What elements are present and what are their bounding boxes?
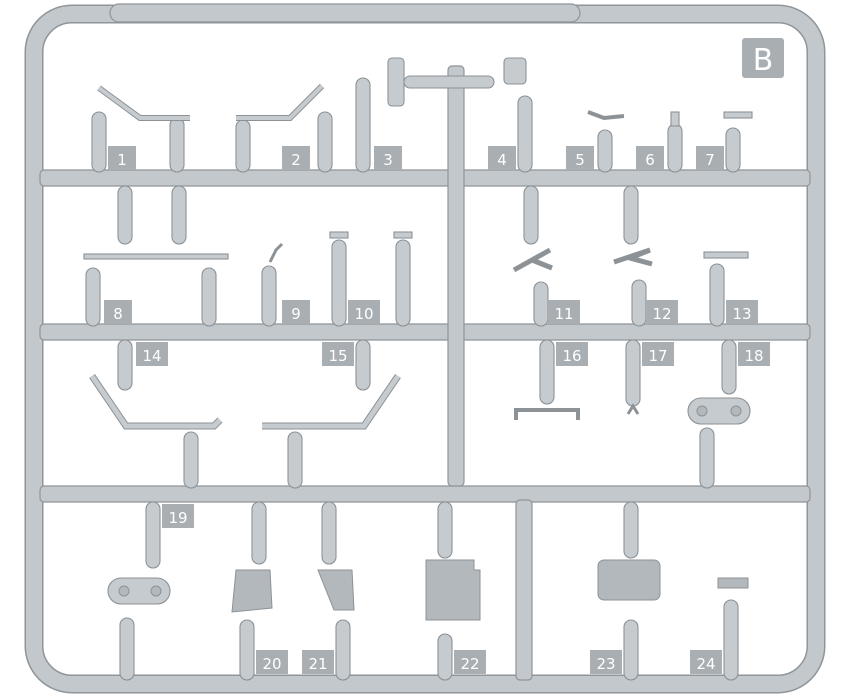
rail-row-1 <box>39 169 811 187</box>
part-label-6: 6 <box>636 146 664 170</box>
svg-text:24: 24 <box>696 655 715 673</box>
part-23 <box>597 501 661 681</box>
part-label-4: 4 <box>488 146 516 170</box>
part-label-7: 7 <box>696 146 724 170</box>
part-label-12: 12 <box>646 300 678 324</box>
part-11 <box>512 185 553 327</box>
svg-text:7: 7 <box>705 151 715 169</box>
part-label-16: 16 <box>556 342 588 366</box>
part-label-9: 9 <box>282 300 310 324</box>
svg-text:10: 10 <box>354 305 373 323</box>
svg-text:4: 4 <box>497 151 507 169</box>
svg-text:14: 14 <box>142 347 161 365</box>
part-label-24: 24 <box>690 650 722 674</box>
svg-text:15: 15 <box>328 347 347 365</box>
part-6 <box>667 111 683 173</box>
sprue-letter-plate <box>742 38 784 78</box>
rail-row-3 <box>39 485 811 503</box>
svg-text:19: 19 <box>168 509 187 527</box>
svg-text:5: 5 <box>575 151 585 169</box>
part-12 <box>613 185 653 327</box>
part-label-18: 18 <box>738 342 770 366</box>
part-label-3: 3 <box>374 146 402 170</box>
part-2 <box>235 83 333 173</box>
part-label-13: 13 <box>726 300 758 324</box>
part-18 <box>687 339 751 489</box>
part-label-2: 2 <box>282 146 310 170</box>
svg-text:23: 23 <box>596 655 615 673</box>
part-label-17: 17 <box>642 342 674 366</box>
rail-bottom-center <box>515 499 533 681</box>
svg-text:18: 18 <box>744 347 763 365</box>
svg-text:12: 12 <box>652 305 671 323</box>
part-14 <box>89 339 223 489</box>
part-label-5: 5 <box>566 146 594 170</box>
svg-text:16: 16 <box>562 347 581 365</box>
svg-text:20: 20 <box>262 655 281 673</box>
part-5 <box>587 110 625 173</box>
svg-text:11: 11 <box>554 305 573 323</box>
rail-row-2 <box>39 323 811 341</box>
part-13 <box>703 251 749 327</box>
svg-text:6: 6 <box>645 151 655 169</box>
part-label-8: 8 <box>104 300 132 324</box>
part-16 <box>514 339 580 420</box>
part-4 <box>503 57 533 173</box>
part-label-11: 11 <box>548 300 580 324</box>
part-17 <box>625 339 641 415</box>
svg-text:8: 8 <box>113 305 123 323</box>
part-label-10: 10 <box>348 300 380 324</box>
svg-text:2: 2 <box>291 151 301 169</box>
svg-text:3: 3 <box>383 151 393 169</box>
sprue-letter: B <box>753 43 774 78</box>
part-9 <box>261 242 284 327</box>
part-7 <box>723 111 753 173</box>
part-15 <box>262 339 401 489</box>
part-label-21: 21 <box>302 650 334 674</box>
svg-text:22: 22 <box>460 655 479 673</box>
part-label-1: 1 <box>108 146 136 170</box>
svg-text:13: 13 <box>732 305 751 323</box>
svg-text:1: 1 <box>117 151 127 169</box>
part-22 <box>425 501 481 681</box>
part-label-14: 14 <box>136 342 168 366</box>
part-label-15: 15 <box>322 342 354 366</box>
part-19 <box>107 501 171 681</box>
top-handle <box>109 3 581 23</box>
svg-text:9: 9 <box>291 305 301 323</box>
part-3 <box>355 57 495 173</box>
part-1 <box>91 85 190 173</box>
part-label-19: 19 <box>162 504 194 528</box>
part-24 <box>717 577 749 681</box>
part-20 <box>231 501 273 681</box>
svg-text:17: 17 <box>648 347 667 365</box>
part-21 <box>317 501 355 681</box>
part-label-20: 20 <box>256 650 288 674</box>
part-10 <box>329 231 413 327</box>
part-label-23: 23 <box>590 650 622 674</box>
svg-text:21: 21 <box>308 655 327 673</box>
rail-center <box>447 65 465 487</box>
part-8 <box>83 185 229 327</box>
part-label-22: 22 <box>454 650 486 674</box>
